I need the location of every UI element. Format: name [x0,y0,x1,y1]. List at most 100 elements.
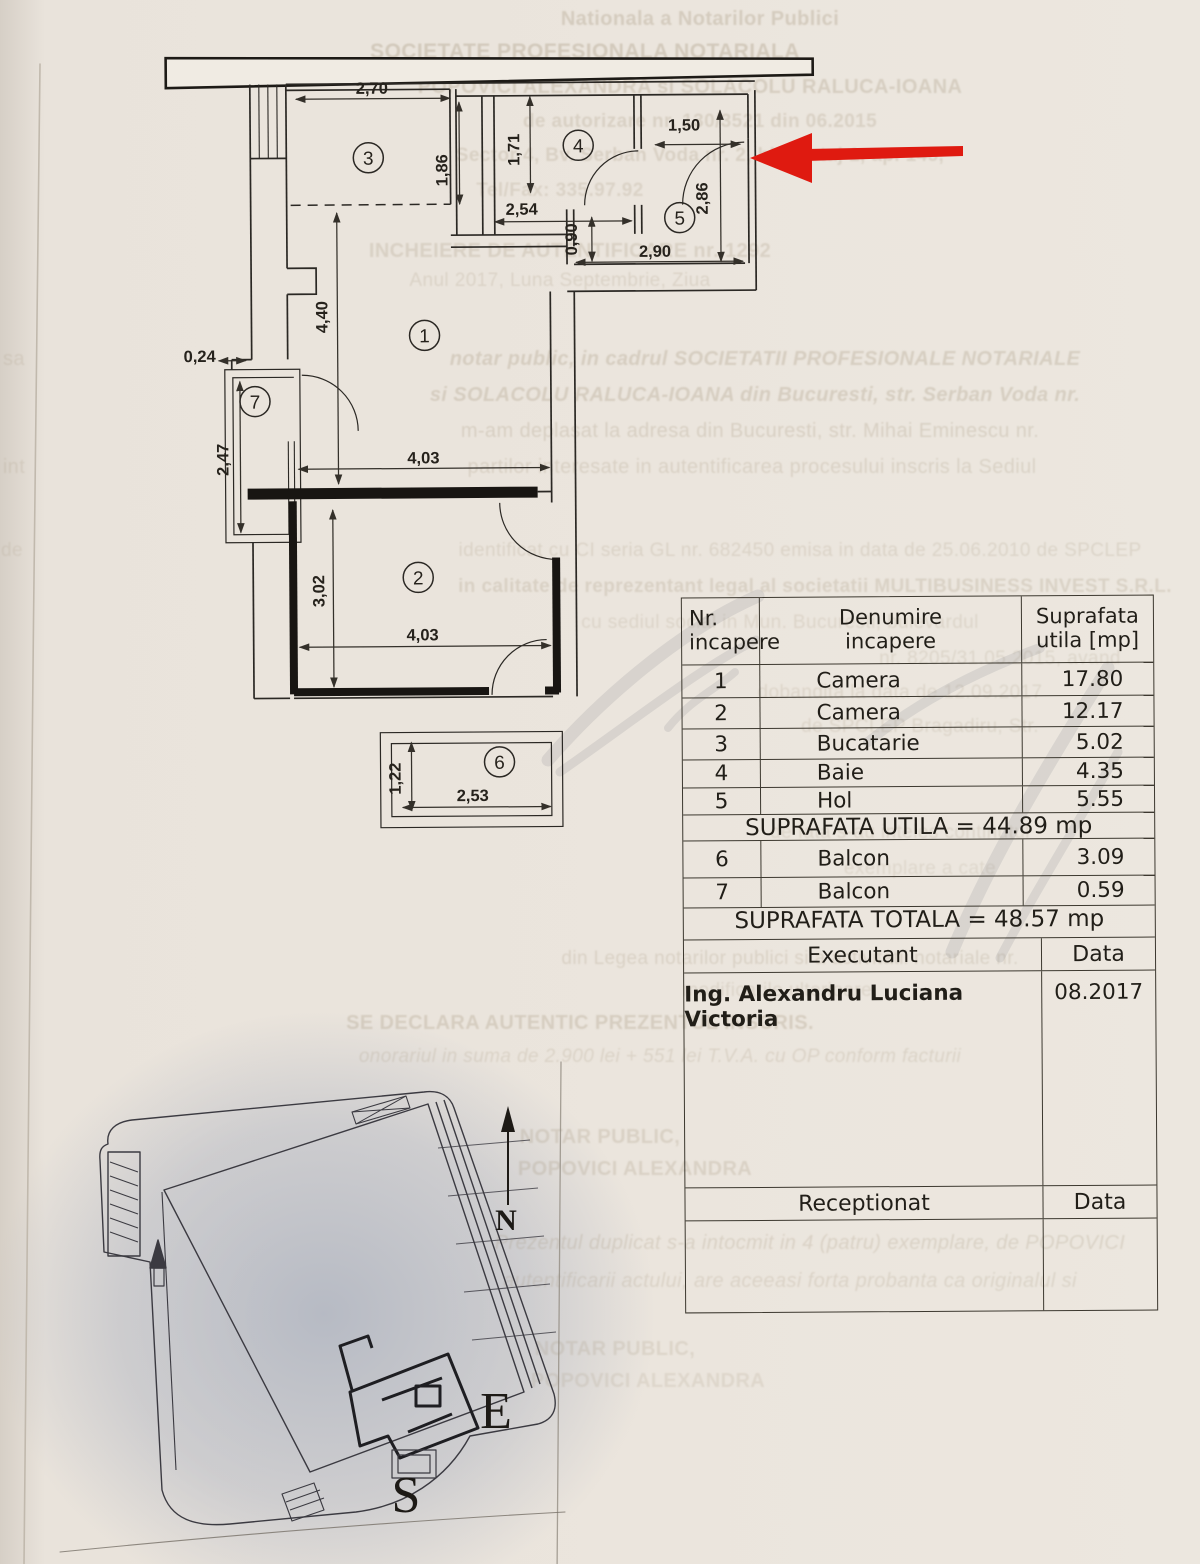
dim-label: 4,03 [407,626,439,644]
table-row: 4 Baie 4.35 [682,756,1154,788]
dim-label: 1,50 [668,116,700,134]
top-slab [164,56,815,90]
ghost-line: cu sediul social in Mun. Bucuresti, bule… [581,612,979,633]
table-row: 6 Balcon 3.09 [683,837,1155,878]
cell-nr: 7 [715,880,730,906]
header-text: Suprafata [1035,604,1139,629]
executant-header-row: Executant Data [683,936,1156,973]
empty-cell [686,1219,1044,1312]
header-text: Nr. [688,606,719,631]
plan-walls [224,80,758,829]
dim-label: 1,71 [505,134,523,166]
executant-name: Ing. Alexandru Luciana Victoria [684,980,964,1033]
ghost-line: nr. 8205/31.05.2015, avand [879,648,1121,669]
svg-text:6: 6 [494,753,505,774]
table-row: 7 Balcon 0.59 [683,874,1155,908]
empty-cell [1042,1218,1158,1311]
room-number-5: 5 [663,201,696,234]
ghost-line: din Legea notarilor publici si a activit… [561,948,1019,969]
cell-area: 0.59 [1022,875,1155,906]
ghost-line: Prezentul duplicat s-a intocmit in 4 (pa… [494,1232,1126,1254]
cell-area: 4.35 [1021,757,1154,786]
header-text: utila [mp] [1036,627,1140,653]
table-row: 1 Camera 17.80 [682,661,1154,698]
subtotal-text: SUPRAFATA UTILA = 44.89 mp [745,812,1093,842]
dim-label: 2,47 [214,444,232,476]
compass-east-label: E [480,1383,512,1440]
ghost-line: Anul 2017, Luna Septembrie, Ziua [409,270,711,291]
cell-denumire: Balcon [760,876,1023,907]
room-numbers: 1 2 3 4 5 [239,129,696,778]
compass: N E S [392,1106,517,1524]
north-arrow-icon [501,1106,515,1205]
cell-area: 17.80 [1021,662,1154,696]
cell-nr: 3 [714,731,729,757]
room-number-2: 2 [402,561,434,594]
executant-data-label: Data [1040,937,1156,971]
area-table: Nr. incapere Denumire incapere Suprafata… [680,594,1159,1314]
cell-denumire: Baie [759,758,1022,787]
header-text: incapere [845,628,937,654]
ghost-line: POPOVICI ALEXANDRA [530,1370,766,1392]
svg-text:7: 7 [250,393,261,414]
ghost-line: int [2,456,26,478]
ghost-line: autentificarii actului, are aceeasi fort… [503,1270,1077,1292]
receptionat-data-label: Data [1042,1185,1157,1219]
ghost-line: de autorizare nr. 130/3521 din 06.2015 [522,111,878,132]
cell-denumire: Camera [759,663,1022,697]
svg-text:4: 4 [573,136,584,157]
receptionat-header-row: Receptionat Data [685,1184,1157,1221]
dimension-labels: 2,70 1,86 1,71 2,54 1,50 2,86 0,90 2,90 … [184,80,712,806]
mid-wall [247,486,552,500]
ghost-line: Nationala a Notarilor Publici [560,8,840,30]
ghost-line: modificarile ulterioare, [682,980,878,1001]
dim-label: 2,54 [506,201,539,219]
dim-label: 2,53 [457,787,489,805]
cell-denumire: Hol [759,786,1023,814]
dim-label: 2,86 [693,182,711,214]
svg-text:3: 3 [363,149,374,170]
room-number-1: 1 [408,319,441,352]
header-suprafata: Suprafata utila [mp] [1020,595,1154,663]
cell-denumire: Balcon [760,839,1023,877]
room-number-3: 3 [352,142,385,174]
dim-label: 0,24 [184,348,217,366]
ghost-line: onorariul in suma de 2.900 lei + 551 lei… [358,1046,962,1067]
ghost-line: de SPCLEP Bragadiru, Str. [801,716,1039,737]
dim-label: 1,22 [387,762,405,794]
table-row: 2 Camera 12.17 [682,694,1154,729]
cell-area: 12.17 [1021,695,1154,727]
site-plan-unit-highlight [338,1334,480,1460]
compass-north-label: N [495,1204,517,1237]
cell-nr: 6 [714,846,729,872]
ghost-line: sa [3,348,25,370]
dim-label: 2,90 [639,243,671,261]
ghost-line: Tel/Fax: 335.97.92 [476,180,644,201]
ghost-line: notar public, in cadrul SOCIETATII PROFE… [449,348,1081,370]
room-number-6: 6 [483,746,516,778]
room-number-4: 4 [562,129,594,162]
page-edge-artifacts [23,63,566,1564]
cell-denumire: Bucatarie [759,727,1022,759]
cell-nr: 5 [714,788,729,814]
svg-text:2: 2 [413,568,424,589]
cell-nr: 1 [713,668,728,694]
total-row: SUPRAFATA TOTALA = 48.57 mp [683,904,1155,940]
executant-label: Executant [807,942,918,969]
cell-nr: 4 [714,761,729,787]
dim-label: 4,40 [313,301,331,333]
ghost-line: de [1,540,23,561]
ghost-line: INCHEIERE DE AUTENTIFICARE nr. 1292 [368,240,772,262]
executant-date: 08.2017 [1041,970,1157,1186]
ghost-line: POPOVICI ALEXANDRA [517,1158,753,1180]
dim-label: 4,03 [407,449,439,467]
dim-label: 3,02 [310,575,328,607]
subtotal-row: SUPRAFATA UTILA = 44.89 mp [683,811,1155,842]
cell-area: 3.09 [1022,838,1155,876]
dim-label: 2,70 [356,80,388,98]
ghost-line: SE DECLARA AUTENTIC PREZENTUL INSCRIS. [346,1012,814,1034]
table-row: 5 Hol 5.55 [682,784,1155,815]
